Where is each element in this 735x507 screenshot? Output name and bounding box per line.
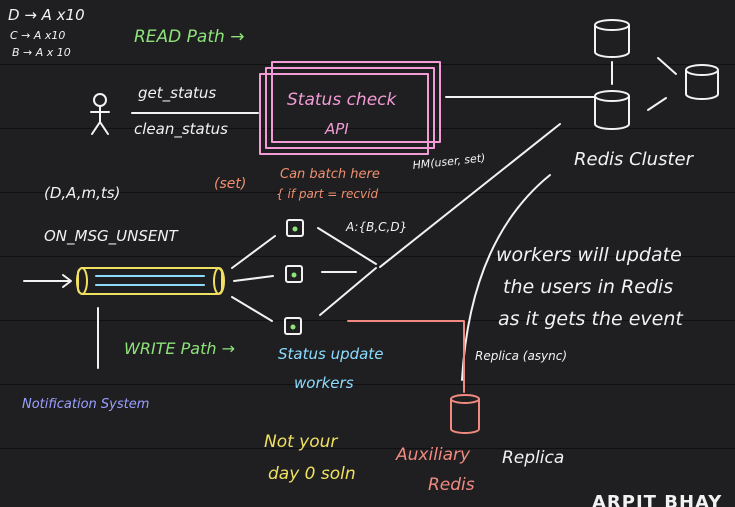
aux-redis-icon <box>450 394 480 434</box>
write-path-label: WRITE Path → <box>124 339 235 358</box>
aux-redis-link <box>347 320 465 393</box>
message-queue-icon <box>76 267 225 295</box>
read-path-label: READ Path → <box>134 27 245 47</box>
status-workers-label: Status update <box>278 345 384 363</box>
batch-note-line: { if part = recvid <box>276 187 379 201</box>
redis-cluster-label: Redis Cluster <box>574 149 693 170</box>
user-figure-icon <box>90 93 110 135</box>
status-workers-label: workers <box>294 374 354 392</box>
replica-async-line <box>461 174 551 381</box>
clean-status-label: clean_status <box>134 120 228 138</box>
legend-line: C → A x10 <box>10 29 66 42</box>
redis-cluster-icon <box>594 19 719 130</box>
workers-note-line: workers will update <box>496 244 682 266</box>
legend-line: D → A x10 <box>8 6 85 24</box>
workers-note-line: the users in Redis <box>503 276 674 298</box>
notebook-rule <box>0 448 735 449</box>
queue-input-arrow <box>23 274 72 288</box>
replica-label: Replica <box>502 448 565 468</box>
queue-worker-links <box>231 235 276 322</box>
notebook-rule <box>0 384 735 385</box>
batch-note-line: Can batch here <box>280 167 380 182</box>
replica-async-label: Replica (async) <box>475 349 568 363</box>
api-box-title: Status check <box>287 90 397 110</box>
notebook-rule <box>0 64 735 65</box>
event-name-label: ON_MSG_UNSENT <box>44 227 178 245</box>
notebook-rule <box>0 128 735 129</box>
workers-note-line: as it gets the event <box>498 308 683 330</box>
day0-note-line: Not your <box>264 432 338 452</box>
api-box-subtitle: API <box>325 120 349 138</box>
notification-system-label: Notification System <box>22 397 150 412</box>
event-payload-label: (D,A,m,ts) <box>44 184 121 202</box>
worker-redis-links <box>317 123 561 316</box>
legend-line: B → A x 10 <box>12 46 71 59</box>
day0-note-line: day 0 soln <box>268 464 356 484</box>
set-note: (set) <box>214 176 247 192</box>
author-watermark: ARPIT BHAY <box>592 492 723 507</box>
notebook-rule <box>0 256 735 257</box>
status-worker-icon <box>284 219 304 335</box>
notebook-rule <box>0 192 735 193</box>
get-status-label: get_status <box>138 84 217 102</box>
api-box-stack <box>259 61 441 155</box>
set-content-note: A:{B,C,D} <box>346 220 408 234</box>
aux-redis-label: Redis <box>428 475 475 495</box>
aux-redis-label: Auxiliary <box>396 445 471 465</box>
